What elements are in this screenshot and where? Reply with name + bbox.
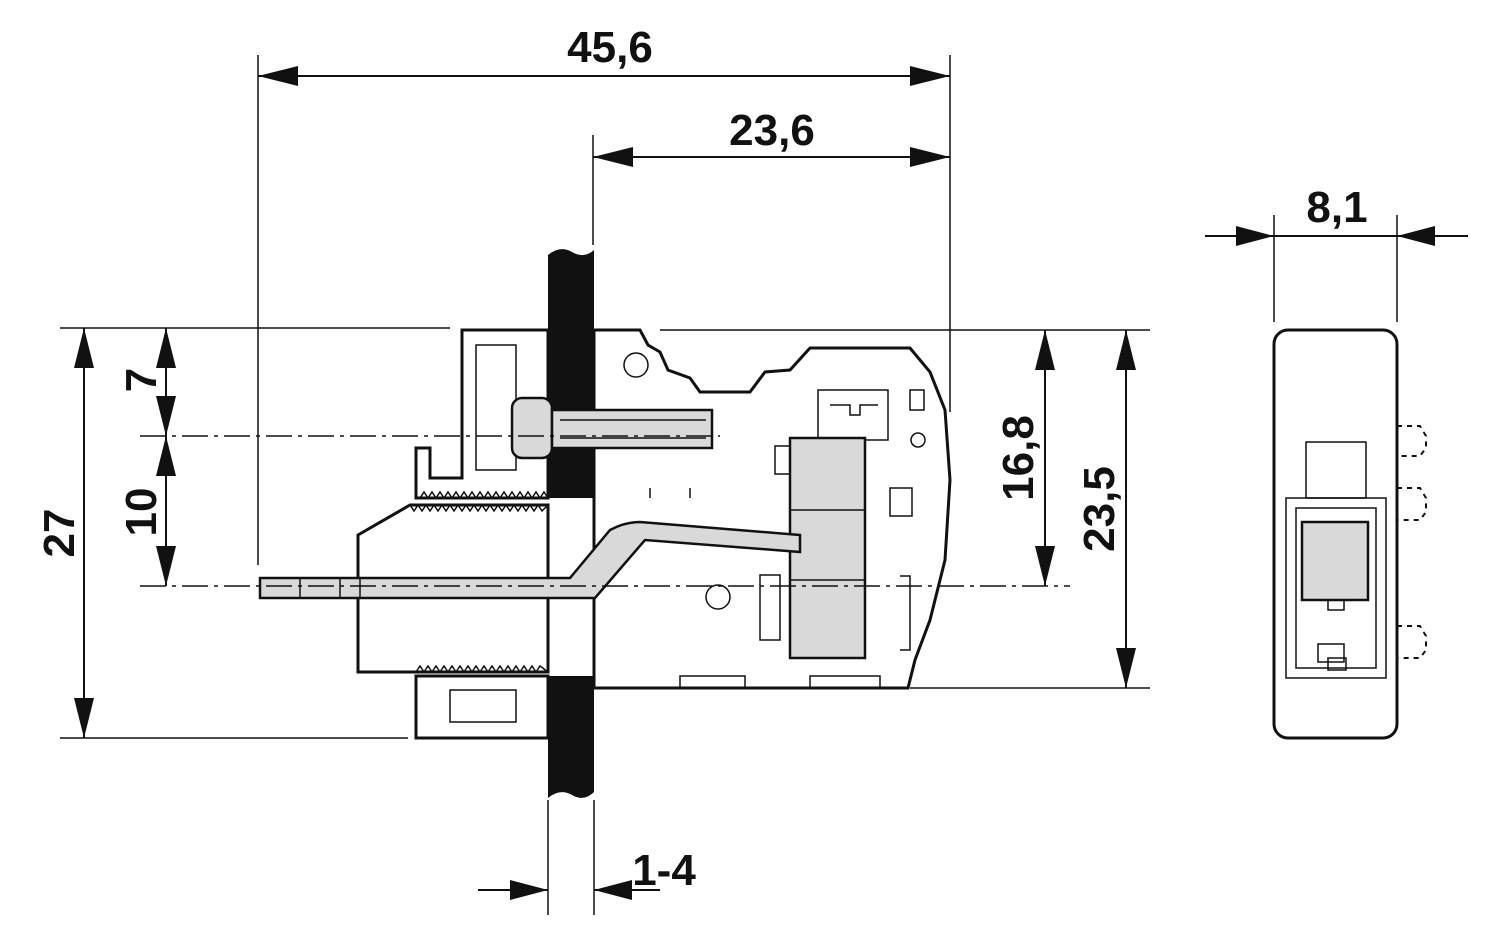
terminal-block-side-view: [1272, 328, 1427, 740]
dimension-23-6: 23,6: [593, 106, 950, 167]
dim-label-7: 7: [117, 368, 166, 392]
dim-label-23-5: 23,5: [1075, 466, 1124, 552]
dim-label-27: 27: [35, 509, 84, 558]
dim-label-23-6: 23,6: [729, 106, 815, 155]
dim-label-16-8: 16,8: [994, 415, 1043, 501]
extension-lines: [60, 55, 1398, 915]
dim-label-45-6: 45,6: [567, 23, 653, 72]
dim-label-10: 10: [117, 488, 166, 537]
dimension-23-5: 23,5: [1075, 330, 1136, 688]
dimension-7: 7: [117, 328, 176, 436]
dimension-27: 27: [35, 328, 94, 738]
dimension-8-1: 8,1: [1205, 183, 1468, 246]
dimension-1-4: 1-4: [478, 846, 696, 900]
mounting-panel: [548, 249, 594, 798]
dimension-45-6: 45,6: [258, 23, 950, 86]
dim-label-8-1: 8,1: [1306, 183, 1367, 232]
terminal-block-front-view: [140, 328, 1070, 740]
dimension-16-8: 16,8: [994, 330, 1055, 586]
dimension-10: 10: [117, 436, 176, 586]
dim-label-1-4: 1-4: [632, 846, 696, 895]
